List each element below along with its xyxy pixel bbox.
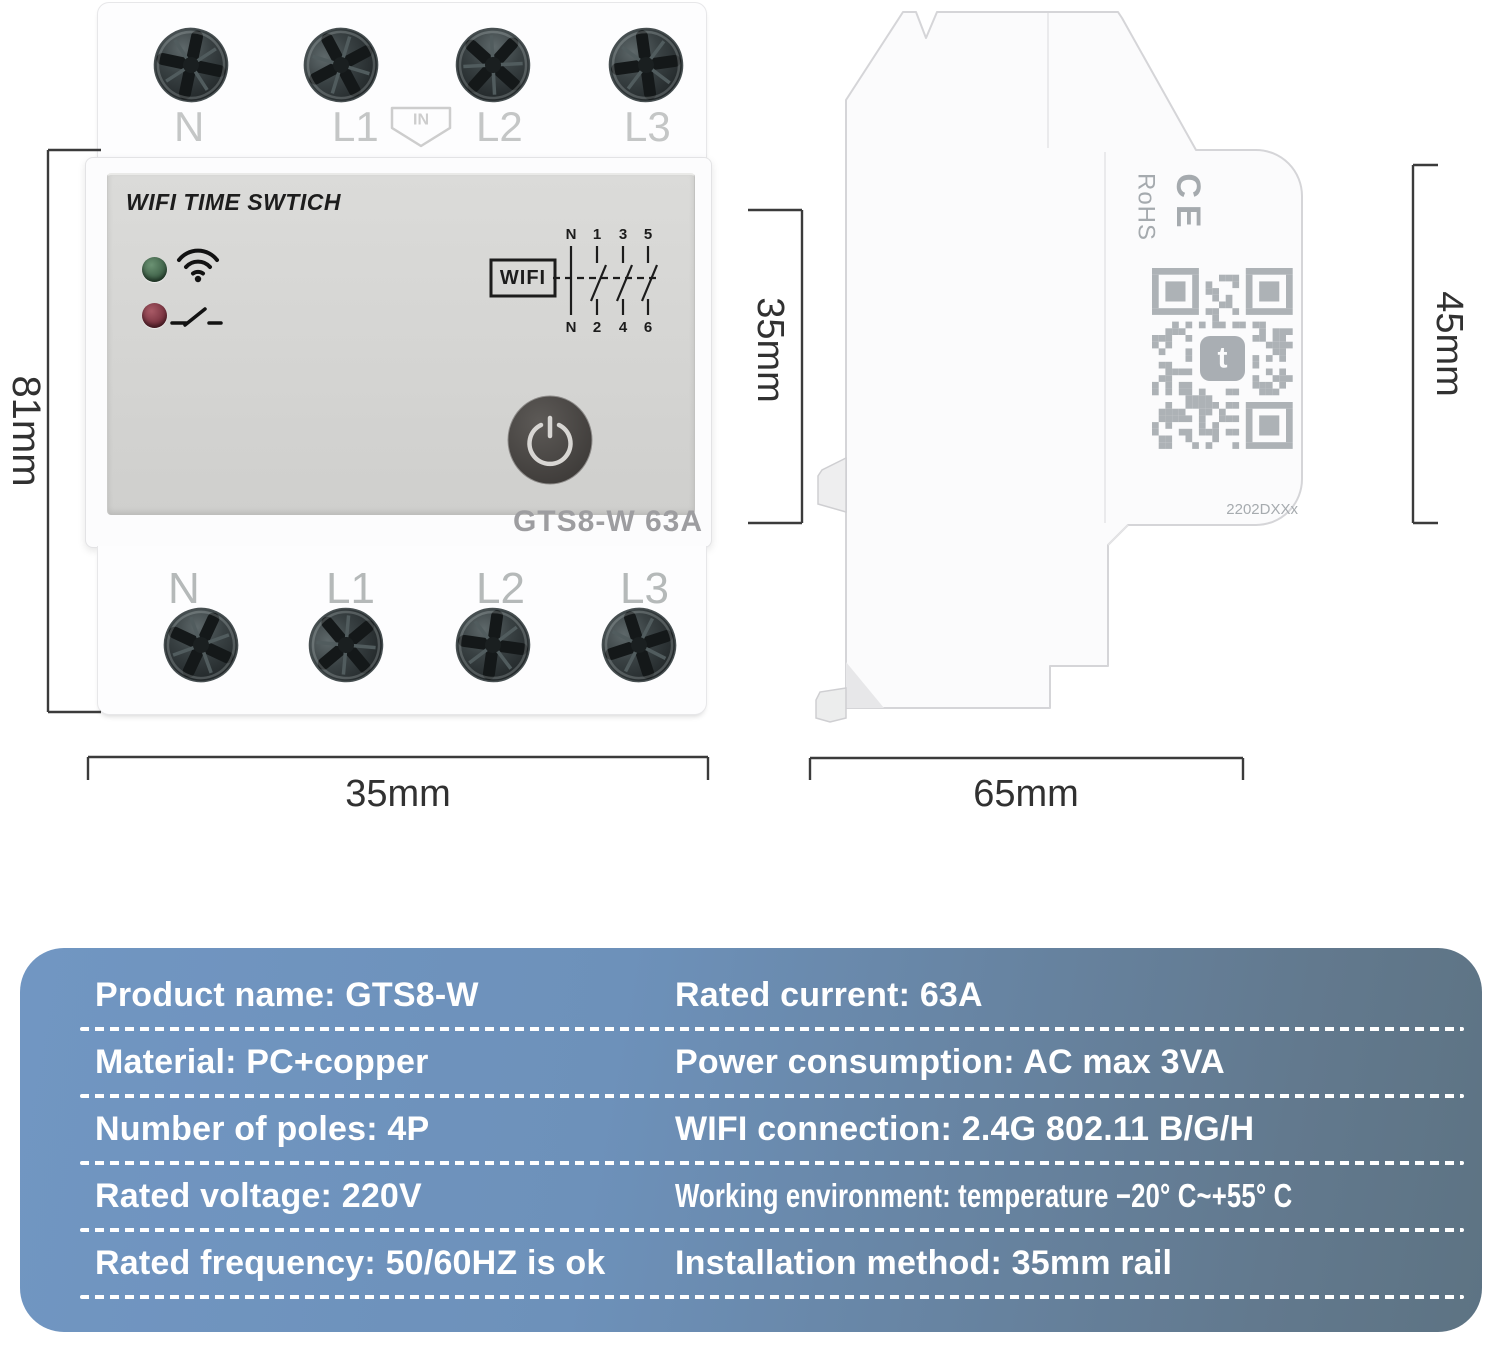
terminal-label: L1 <box>332 103 379 150</box>
pole-label: 1 <box>593 226 601 243</box>
panel-title: WIFI TIME SWTICH <box>126 189 341 215</box>
wiring-diagram: WIFI N 1 3 5 N 2 4 6 <box>489 226 660 336</box>
dimension-label-81mm: 81mm <box>4 375 48 486</box>
qr-code <box>1152 268 1293 449</box>
row-divider <box>80 1161 1464 1165</box>
din-clip <box>817 456 847 513</box>
in-arrow-icon: IN <box>390 106 452 148</box>
terminal-label: L2 <box>476 103 523 150</box>
terminal-label: L1 <box>326 564 375 613</box>
spec-working-environment: Working environment: temperature −20° C~… <box>675 1177 1293 1214</box>
spec-poles: Number of poles: 4P <box>95 1110 430 1148</box>
pole-label: 5 <box>644 226 652 243</box>
terminal-label: L3 <box>624 103 671 150</box>
model-label: GTS8-W 63A <box>512 505 703 538</box>
qr-logo: t <box>1195 331 1251 387</box>
side-view-device: RoHS CE t 2202DXXx <box>815 11 1303 723</box>
spec-rated-voltage: Rated voltage: 220V <box>95 1177 422 1215</box>
front-view-device: WIFI TIME SWTICH WIFI <box>85 157 712 548</box>
pole-label: 3 <box>619 226 627 243</box>
dimension-line-81mm <box>46 148 101 714</box>
dimension-label-35mm-width: 35mm <box>345 773 451 815</box>
ce-mark: CE <box>1169 173 1207 234</box>
side-body <box>845 11 1303 709</box>
dimension-label-35mm-side: 35mm <box>749 297 791 403</box>
dimension-line-35mm-width <box>86 755 710 780</box>
top-terminal-block: N L1 L2 L3 IN <box>97 2 707 158</box>
table-row: Number of poles: 4P WIFI connection: 2.4… <box>20 1098 1482 1161</box>
power-button <box>507 395 593 485</box>
spec-product-name: Product name: GTS8-W <box>95 976 479 1014</box>
spec-rated-frequency: Rated frequency: 50/60HZ is ok <box>95 1244 606 1282</box>
table-row: Material: PC+copper Power consumption: A… <box>20 1031 1482 1094</box>
row-divider <box>80 1295 1464 1299</box>
row-divider <box>80 1027 1464 1031</box>
spec-installation-method: Installation method: 35mm rail <box>675 1244 1173 1282</box>
spec-table: Product name: GTS8-W Rated current: 63A … <box>20 948 1482 1332</box>
spec-power-consumption: Power consumption: AC max 3VA <box>675 1043 1225 1081</box>
in-label: IN <box>413 112 429 129</box>
dimension-label-65mm: 65mm <box>973 773 1079 815</box>
pole-label: 2 <box>593 319 601 336</box>
terminal-label: L2 <box>476 564 525 613</box>
dimension-line-45mm <box>1411 163 1438 525</box>
din-foot-shade <box>846 662 884 708</box>
qr-logo-glyph: t <box>1218 342 1228 375</box>
dimension-line-35mm-side <box>748 208 804 525</box>
pole-label: 6 <box>644 319 652 336</box>
table-row: Rated voltage: 220V Working environment:… <box>20 1165 1482 1228</box>
table-row: Rated frequency: 50/60HZ is ok Installat… <box>20 1232 1482 1295</box>
spec-rated-current: Rated current: 63A <box>675 976 983 1014</box>
terminal-label: N <box>174 103 205 150</box>
bottom-terminal-block: N L1 L2 L3 <box>97 546 707 715</box>
rohs-label: RoHS <box>1133 173 1160 241</box>
wifi-box-label: WIFI <box>500 267 546 289</box>
spec-material: Material: PC+copper <box>95 1043 429 1081</box>
terminal-label: N <box>168 564 200 613</box>
spec-wifi-connection: WIFI connection: 2.4G 802.11 B/G/H <box>675 1110 1255 1148</box>
pole-label: 4 <box>619 319 628 336</box>
power-icon <box>527 415 573 467</box>
relay-status-led <box>142 303 167 328</box>
device-front-panel: WIFI TIME SWTICH WIFI <box>107 173 695 515</box>
dimension-annotations: 81mm 35mm 35mm 45mm 65mm <box>4 148 1470 815</box>
row-divider <box>80 1228 1464 1232</box>
table-row: Product name: GTS8-W Rated current: 63A <box>20 964 1482 1027</box>
batch-code: 2202DXXx <box>1226 501 1298 518</box>
pole-label: N <box>566 226 577 243</box>
wifi-status-led <box>142 257 167 282</box>
pole-label: N <box>566 319 577 336</box>
row-divider <box>80 1094 1464 1098</box>
relay-contact-icon <box>170 307 223 327</box>
panel-seams <box>1047 13 1129 546</box>
din-clip <box>815 687 847 723</box>
dimension-label-45mm: 45mm <box>1428 291 1470 397</box>
dimension-line-65mm <box>808 756 1245 780</box>
terminal-label: L3 <box>620 564 669 613</box>
wifi-icon <box>177 248 219 283</box>
